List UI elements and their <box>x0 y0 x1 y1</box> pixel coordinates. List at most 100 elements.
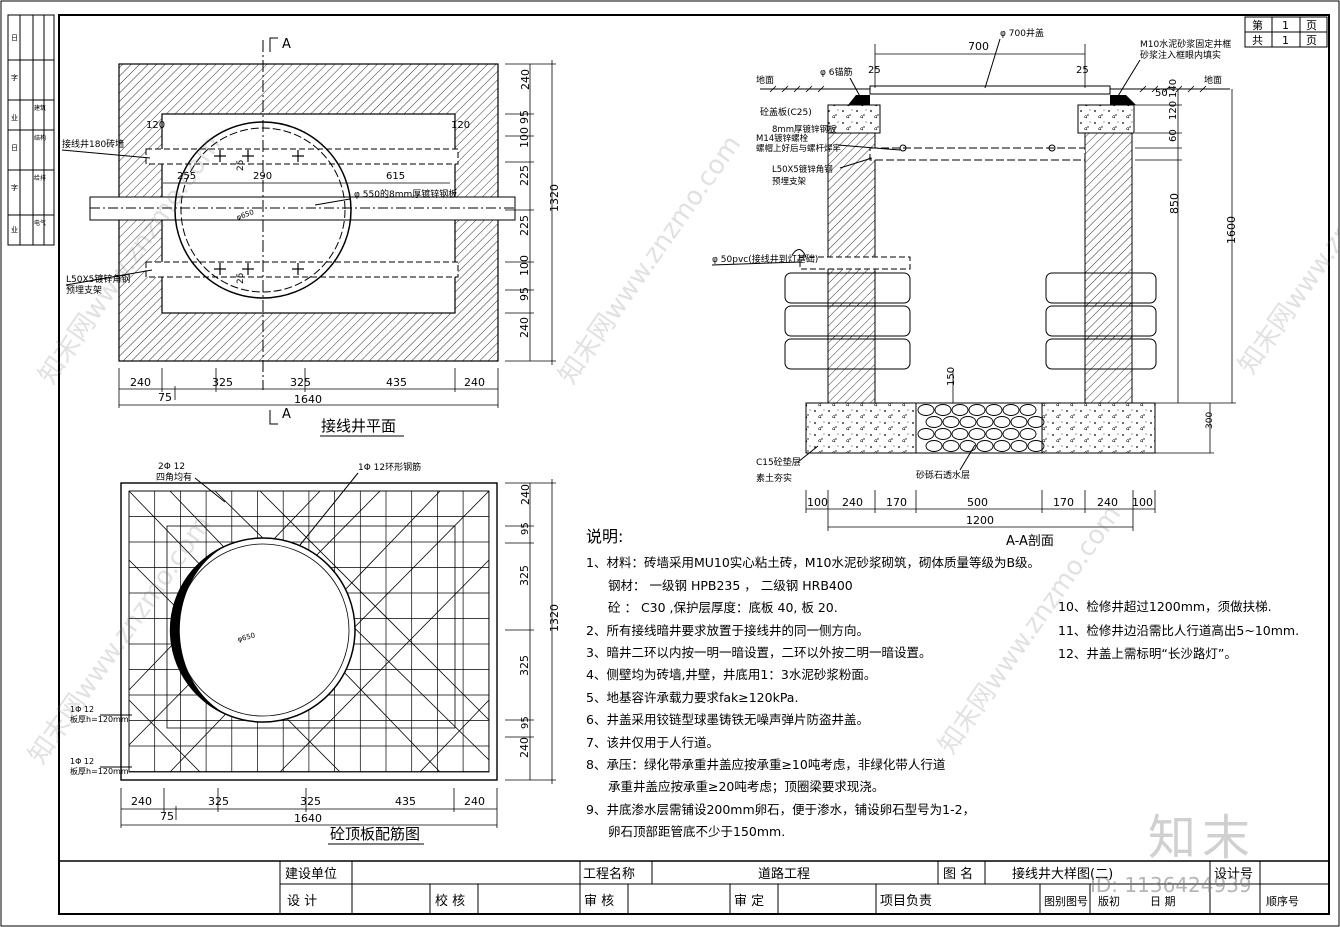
dim: 300 <box>1205 412 1215 429</box>
gravel-stone <box>1019 404 1037 416</box>
gravel-stone <box>951 404 969 416</box>
note-line: 2、所有接线暗井要求放置于接线井的同一侧方向。 <box>586 622 869 638</box>
dim: 25 <box>236 160 246 171</box>
sidebar-text: 建筑 <box>34 104 46 112</box>
dim: 240 <box>842 496 863 509</box>
gravel-stone <box>1027 440 1045 452</box>
section-title: A-A剖面 <box>1006 534 1054 549</box>
notes-right: 10、检修井超过1200mm，须做扶梯. 11、检修井边沿需比人行道高出5~10… <box>1058 595 1299 666</box>
gravel-stone <box>951 428 969 440</box>
rebar-title: 砼顶板配筋图 <box>330 825 420 843</box>
tb-approver: 审 定 <box>734 894 764 909</box>
dim: 1320 <box>548 604 561 632</box>
page-no: 1 <box>1282 19 1289 32</box>
sidebar-text: 结构 <box>34 134 46 142</box>
dim: 1640 <box>294 393 322 406</box>
dim: 150 <box>946 367 957 386</box>
dim: 95 <box>518 287 531 301</box>
notes: 说明: 1、材料：砖墙采用MU10实心粘土砖，M10水泥砂浆砌筑，砌体质量等级为… <box>586 526 1056 844</box>
plan-plate-label: φ 550的8mm厚镀锌钢板 <box>354 188 457 200</box>
dim: 120 <box>451 120 470 131</box>
dim: 240 <box>518 317 531 338</box>
rebar-bot2-a: 1Φ 12 <box>70 757 94 766</box>
dim: 435 <box>386 376 407 389</box>
gravel-stone <box>959 440 977 452</box>
note-line: 1、材料：砖墙采用MU10实心粘土砖，M10水泥砂浆砌筑，砌体质量等级为B级。 <box>586 555 1041 571</box>
tb-seq: 顺序号 <box>1266 894 1299 908</box>
note-line: 10、检修井超过1200mm，须做扶梯. <box>1058 599 1272 614</box>
tb-edition: 版初 <box>1098 894 1120 908</box>
rebar-bot2-b: 板厚h=120mm <box>70 766 129 776</box>
dim: 850 <box>1168 193 1181 214</box>
dim: 225 <box>518 165 531 186</box>
page-unit: 页 <box>1306 34 1317 47</box>
steel-label: 8mm厚镀锌钢板 <box>772 124 837 135</box>
sidebar-text: 给排 <box>34 174 46 182</box>
tb-project: 道路工程 <box>758 866 810 882</box>
sidebar-text: 字 <box>11 73 18 82</box>
rebar-view: φ650 2Φ 12 四角均有 1Φ 12环形钢筋 1Φ 12 板厚h=120m… <box>70 461 561 845</box>
gravel-stone <box>1002 428 1020 440</box>
gravel-stone <box>1019 428 1037 440</box>
gravel-stone <box>1010 440 1028 452</box>
dim: 435 <box>395 795 416 808</box>
dim: 240 <box>130 376 151 389</box>
rebar-crescent <box>169 542 235 718</box>
section-mark: A <box>282 407 291 422</box>
note-line: 12、井盖上需标明“长沙路灯”。 <box>1058 646 1237 661</box>
dim: 500 <box>967 496 988 509</box>
section-gravel <box>915 402 1043 454</box>
tb-reviewer: 审 核 <box>584 894 614 909</box>
sidebar-text: 日 <box>11 34 18 42</box>
page-no-label: 第 <box>1252 18 1263 32</box>
gravel-stone <box>1010 416 1028 428</box>
dim: 95 <box>518 110 531 124</box>
note-line: 3、暗井二环以内按一明一暗设置，二环以外按二明一暗设置。 <box>586 645 932 661</box>
dim: 240 <box>519 484 532 505</box>
rebar-ring-label: 1Φ 12环形钢筋 <box>358 461 421 473</box>
dim: 1600 <box>1225 216 1238 244</box>
dim: 100 <box>518 127 531 148</box>
note-line: 钢材： 一级钢 HPB235 ， 二级钢 HRB400 <box>608 577 853 593</box>
sidebar: 日 字 业 日 字 业 建筑 结构 给排 电气 <box>7 14 55 246</box>
logo-watermark: 知末 <box>1148 810 1257 866</box>
dim: 50 <box>1155 88 1168 99</box>
grout-label-2: 砂浆注入框眼内填实 <box>1140 49 1221 61</box>
dim: 100 <box>807 496 828 509</box>
dim: 325 <box>518 565 531 586</box>
id-tag: ID: 1136424939 <box>1090 873 1252 897</box>
dim: 25 <box>868 65 881 76</box>
tb-drawing-no: 图别图号 <box>1044 895 1088 908</box>
notes-head: 说明: <box>586 527 624 546</box>
dim: 255 <box>177 171 196 182</box>
dim: 1200 <box>966 514 994 527</box>
note-line: 6、井盖采用铰链型球墨铸铁无噪声弹片防盗井盖。 <box>586 712 869 728</box>
dim: 325 <box>518 655 531 676</box>
gravel-stone <box>968 404 986 416</box>
dim: 325 <box>300 795 321 808</box>
section-slab-left <box>827 104 881 134</box>
gravel-stone <box>942 416 960 428</box>
base-label-2: 素土夯实 <box>756 472 792 484</box>
dim: 100 <box>1132 496 1153 509</box>
plan-wall-label: 接线井180砖墙 <box>62 138 124 150</box>
anchor-label: φ 6锚筋 <box>820 66 853 78</box>
dim: 325 <box>212 376 233 389</box>
slab-label: 砼盖板(C25) <box>760 106 812 118</box>
tb-checker: 校 核 <box>435 893 465 909</box>
rebar-bot1-a: 1Φ 12 <box>70 705 94 714</box>
tb-designer: 设 计 <box>287 894 317 909</box>
tb-drawing: 接线井大样图(二) <box>1012 866 1113 882</box>
drawing-border <box>58 14 1330 915</box>
bolt-label-2: 螺帽上好后与螺杆焊牢 <box>756 143 841 154</box>
dim: 170 <box>1053 496 1074 509</box>
dim: 700 <box>968 40 989 53</box>
dim: 240 <box>131 795 152 808</box>
dim: 225 <box>518 215 531 236</box>
note-line: 8、承压：绿化带承重井盖应按承重≥10吨考虑，非绿化带人行道 <box>586 757 946 773</box>
title-block: 建设单位 工程名称 道路工程 图 名 接线井大样图(二) 设计号 设 计 校 核… <box>59 860 1329 914</box>
rebar-corner-label-2: 四角均有 <box>156 471 192 483</box>
gravel-stone <box>985 404 1003 416</box>
note-line: 4、侧壁均为砖墙,井壁，井底用1：3水泥砂浆粉面。 <box>586 667 877 683</box>
